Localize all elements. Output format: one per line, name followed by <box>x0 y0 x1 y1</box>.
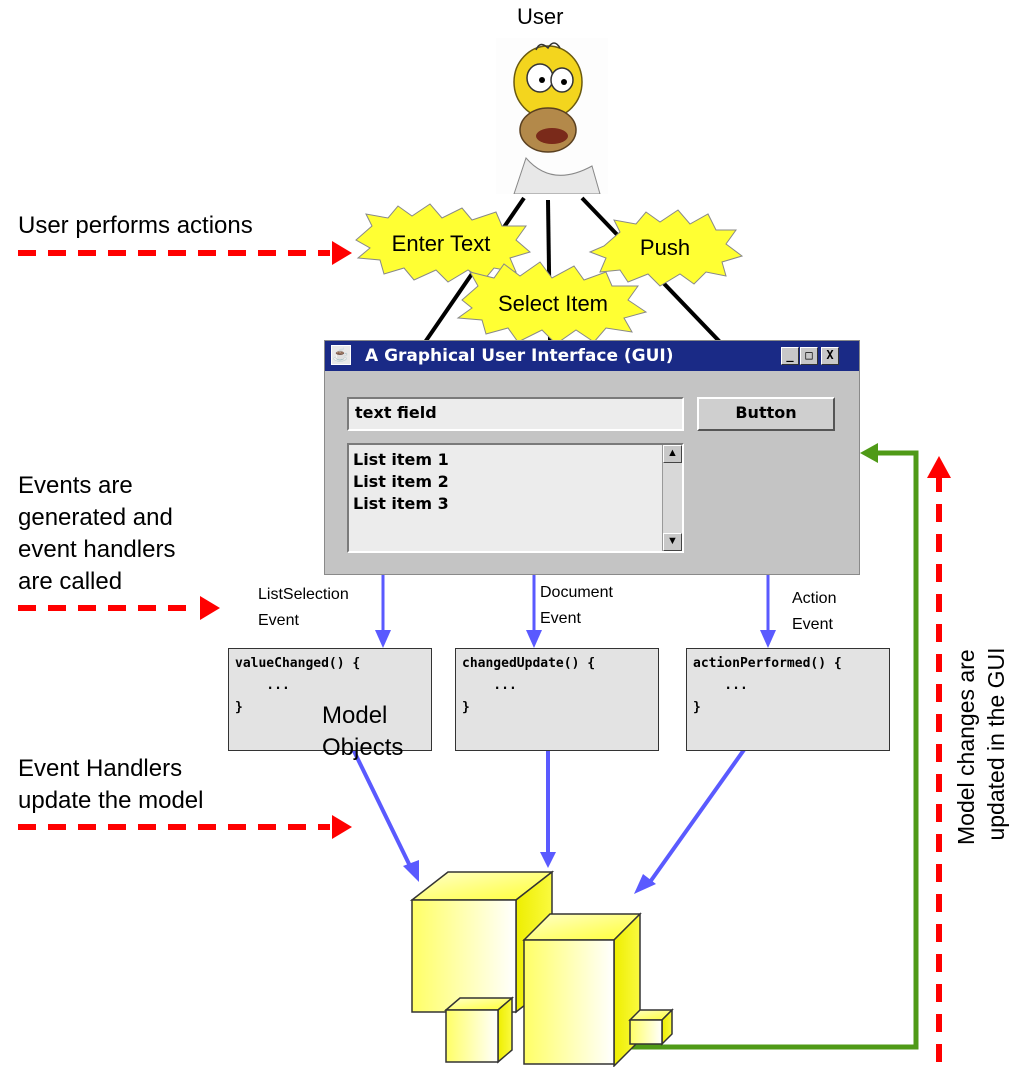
model-objects-cubes <box>409 870 674 1067</box>
burst-select-item <box>456 261 648 345</box>
note-events: Events are generated and event handlers … <box>18 472 176 595</box>
note-event-handlers: Event Handlers update the model <box>18 755 204 814</box>
list-item[interactable]: List item 2 <box>353 472 449 491</box>
close-button[interactable]: X <box>821 347 839 365</box>
gui-window: ☕ A Graphical User Interface (GUI) _ □ X… <box>324 340 860 575</box>
gui-text-field[interactable]: text field <box>347 397 684 431</box>
event-label-list-selection: ListSelection Event <box>258 586 349 629</box>
minimize-button[interactable]: _ <box>781 347 799 365</box>
dashed-arrow-actions <box>18 241 352 265</box>
scroll-down-icon[interactable]: ▼ <box>663 533 682 551</box>
list-scrollbar[interactable]: ▲ ▼ <box>662 445 682 551</box>
gui-title: A Graphical User Interface (GUI) <box>365 346 674 366</box>
scroll-up-icon[interactable]: ▲ <box>663 445 682 463</box>
gui-list[interactable]: List item 1 List item 2 List item 3 ▲ ▼ <box>347 443 684 553</box>
list-item[interactable]: List item 1 <box>353 450 449 469</box>
burst-enter-text <box>355 203 532 283</box>
java-cup-icon: ☕ <box>331 345 351 365</box>
action-push-label: Push <box>640 235 690 260</box>
gui-title-bar: ☕ A Graphical User Interface (GUI) _ □ X <box>325 341 859 371</box>
event-label-document: Document Event <box>540 584 613 627</box>
user-avatar <box>496 38 608 194</box>
handler-action-performed: actionPerformed() { ... } <box>686 648 890 751</box>
note-model-changes-line2: updated in the GUI <box>983 647 1009 840</box>
gui-button[interactable]: Button <box>697 397 835 431</box>
handler-value-changed: valueChanged() { ... } <box>228 648 432 751</box>
svg-text:Model changes are updated: Model changes are updated in the GUI <box>953 643 1009 845</box>
dashed-arrow-events <box>18 596 220 620</box>
action-select-item-label: Select Item <box>498 291 608 316</box>
event-label-action: Action Event <box>792 590 837 633</box>
note-user-actions: User performs actions <box>18 212 253 239</box>
user-label: User <box>517 4 564 29</box>
handler-changed-update: changedUpdate() { ... } <box>455 648 659 751</box>
list-item[interactable]: List item 3 <box>353 494 449 513</box>
action-enter-text-label: Enter Text <box>392 231 491 256</box>
dashed-arrow-handlers <box>18 815 352 839</box>
burst-push <box>588 209 744 287</box>
note-model-changes-line1: Model changes are <box>953 649 979 845</box>
maximize-button[interactable]: □ <box>800 347 818 365</box>
dashed-arrow-model-changes <box>927 456 951 1062</box>
